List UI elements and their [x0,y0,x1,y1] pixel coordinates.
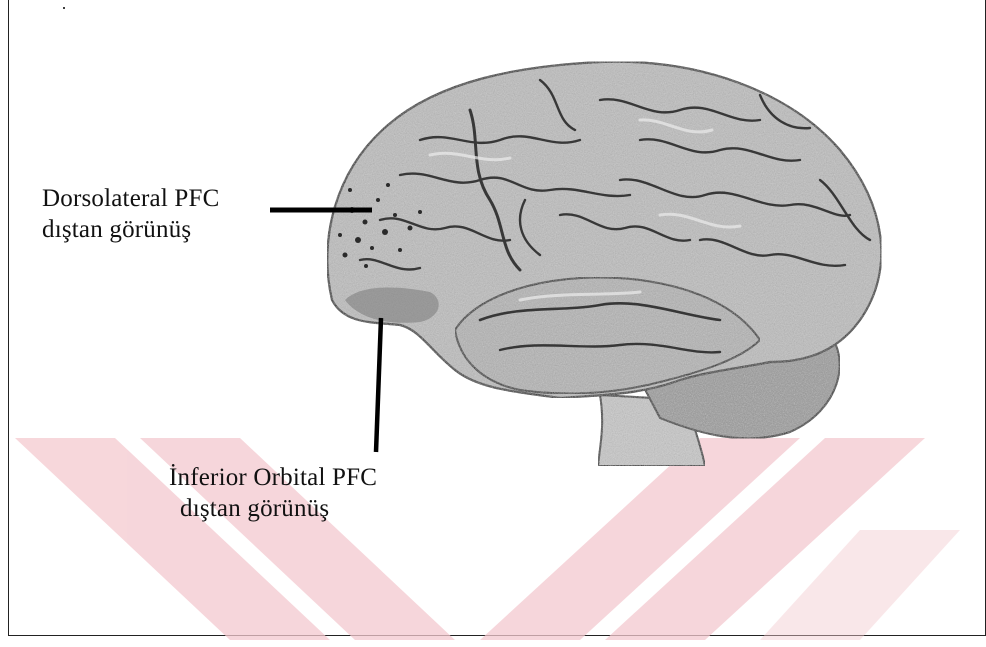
inferior-orbital-leader-line [376,318,381,452]
inferior-orbital-pfc-subtitle: dıştan görünüş [169,493,377,524]
brain-illustration [327,62,881,466]
inferior-orbital-pfc-title: İnferior Orbital PFC [169,462,377,493]
dorsolateral-pfc-label: Dorsolateral PFC dıştan görünüş [42,183,220,245]
dorsolateral-pfc-title: Dorsolateral PFC [42,183,220,214]
dorsolateral-pfc-subtitle: dıştan görünüş [42,214,220,245]
inferior-orbital-pfc-label: İnferior Orbital PFC dıştan görünüş [169,462,377,524]
watermark [15,438,960,640]
